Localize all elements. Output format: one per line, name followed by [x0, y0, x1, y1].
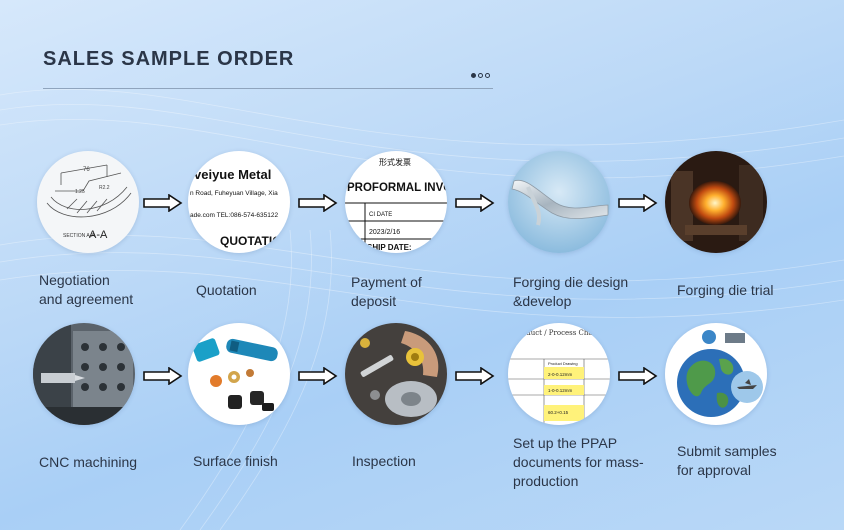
quotation-document-image: veiyue Metal n Road, Fuheyuan Village, X… [188, 151, 290, 253]
pagination-indicator[interactable] [471, 73, 490, 78]
flow-arrow-8 [618, 367, 658, 385]
flow-arrow-3 [455, 194, 495, 212]
svg-text:QUOTATIO: QUOTATIO [220, 234, 282, 248]
step-label-submit: Submit samples for approval [677, 443, 777, 478]
svg-text:SHIP DATE:: SHIP DATE: [367, 243, 412, 252]
svg-text:PROFORMAL INVOICE: PROFORMAL INVOICE [347, 182, 447, 194]
svg-text:n Road, Fuheyuan Village, Xia: n Road, Fuheyuan Village, Xia [190, 190, 278, 197]
proforma-invoice-image: 形式发票 PROFORMAL INVOICE CI DATE 2023/2/16… [345, 151, 447, 253]
ppap-table-image: Product / Process Charact Product Drawin… [508, 323, 610, 425]
globe-logistics-image [665, 323, 767, 425]
svg-text:SECTION A-A: SECTION A-A [63, 233, 95, 239]
step-label-negotiation: Negotiation and agreement [39, 272, 134, 307]
svg-text:1-0-0.12mm: 1-0-0.12mm [548, 388, 573, 393]
cnc-machine-image [33, 323, 135, 425]
step-label-cnc: CNC machining [39, 454, 138, 470]
svg-text:ade.com TEL:086-574-635122: ade.com TEL:086-574-635122 [190, 212, 278, 219]
step-label-payment: Payment of deposit [351, 274, 422, 309]
anodized-parts-image [188, 323, 290, 425]
flow-arrow-4 [618, 194, 658, 212]
flow-arrow-2 [298, 194, 338, 212]
page-title: SALES SAMPLE ORDER [43, 48, 295, 70]
forged-part-image [508, 151, 610, 253]
svg-text:76: 76 [83, 167, 90, 173]
svg-text:R2.2: R2.2 [99, 185, 110, 191]
svg-text:形式发票: 形式发票 [379, 157, 411, 167]
negotiation-drawing-image: 76 1.25 R2.2 SECTION A-A A-A [37, 151, 139, 253]
svg-text:Product Drawing: Product Drawing [548, 361, 578, 366]
svg-text:60.2+0.15: 60.2+0.15 [548, 410, 569, 415]
furnace-image [665, 151, 767, 253]
step-label-die-trial: Forging die trial [677, 282, 774, 298]
flow-arrow-7 [455, 367, 495, 385]
title-divider [43, 88, 493, 89]
svg-text:2-0-0.12mm: 2-0-0.12mm [548, 372, 573, 377]
svg-text:A-A: A-A [89, 229, 108, 241]
inspection-image [345, 323, 447, 425]
svg-text:CI DATE: CI DATE [369, 212, 392, 218]
step-label-surface-finish: Surface finish [193, 453, 278, 469]
flow-arrow-1 [143, 194, 183, 212]
svg-text:Product / Process Charact: Product / Process Charact [514, 329, 607, 337]
page-dot-1[interactable] [471, 73, 476, 78]
flow-arrow-6 [298, 367, 338, 385]
page-dot-3[interactable] [485, 73, 490, 78]
svg-text:1.25: 1.25 [75, 189, 85, 195]
step-label-ppap: Set up the PPAP documents for mass- prod… [513, 435, 644, 489]
step-label-die-design: Forging die design &develop [513, 274, 629, 309]
flow-arrow-5 [143, 367, 183, 385]
svg-text:2023/2/16: 2023/2/16 [369, 229, 400, 236]
page-dot-2[interactable] [478, 73, 483, 78]
svg-text:veiyue Metal: veiyue Metal [194, 167, 271, 182]
step-label-quotation: Quotation [196, 282, 257, 298]
step-label-inspection: Inspection [352, 453, 416, 469]
